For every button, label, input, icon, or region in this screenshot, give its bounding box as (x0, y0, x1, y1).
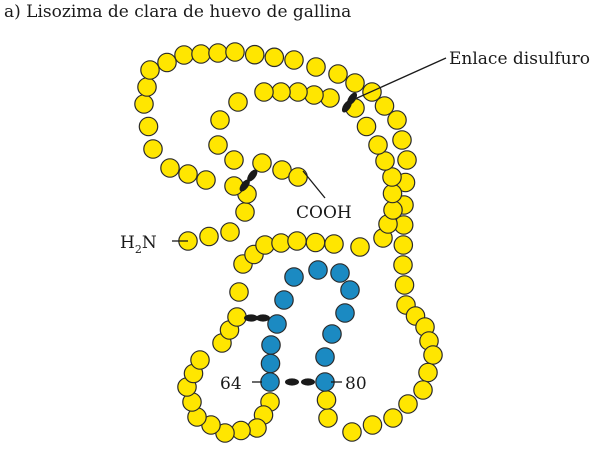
cooh-leader-line (303, 171, 325, 198)
residue-bead-blue (336, 304, 354, 322)
residue-bead (179, 165, 197, 183)
residue-bead (363, 416, 381, 434)
amino-terminus-label: H2N (120, 233, 157, 256)
residue-bead-blue (309, 261, 327, 279)
residue-bead (388, 111, 406, 129)
disulfide-bond-middle (244, 314, 270, 321)
residue-bead-blue (261, 354, 279, 372)
residue-bead (285, 51, 303, 69)
residue-bead (394, 256, 412, 274)
residue-bead-blue (261, 373, 279, 391)
residue-bead (135, 95, 153, 113)
residue-bead-blue (323, 325, 341, 343)
residue-bead (191, 351, 209, 369)
residue-bead (398, 151, 416, 169)
disulfide-half (256, 314, 270, 321)
residue-bead (209, 44, 227, 62)
residue-bead (158, 53, 176, 71)
residue-bead (248, 419, 266, 437)
residue-bead (306, 233, 324, 251)
residue-bead (255, 83, 273, 101)
residue-bead (395, 276, 413, 294)
residue-bead (144, 140, 162, 158)
residue-bead (399, 395, 417, 413)
residue-bead (414, 381, 432, 399)
residue-bead (192, 45, 210, 63)
residue-bead (253, 154, 271, 172)
disulfide-half (285, 378, 299, 385)
residue-bead (230, 283, 248, 301)
residue-80-label: 80 (345, 374, 367, 394)
disulfide-half (244, 314, 258, 321)
residue-bead (393, 131, 411, 149)
residue-bead (307, 58, 325, 76)
residue-bead (384, 201, 402, 219)
residue-bead (305, 86, 323, 104)
amino-h: H (120, 233, 135, 253)
residue-64-label: 64 (220, 374, 242, 394)
residue-bead (383, 184, 401, 202)
residue-bead (289, 83, 307, 101)
amino-subscript: 2 (135, 243, 142, 256)
residue-bead (141, 61, 159, 79)
residue-bead (317, 391, 335, 409)
residue-bead-blue (316, 348, 334, 366)
cooh-label: COOH (296, 203, 352, 223)
residue-bead (351, 238, 369, 256)
residue-bead (325, 235, 343, 253)
residue-bead (343, 423, 361, 441)
residue-bead (394, 236, 412, 254)
residue-bead (369, 136, 387, 154)
residue-bead (211, 111, 229, 129)
disulfide-half (301, 378, 315, 385)
residue-bead (329, 65, 347, 83)
residue-bead (289, 168, 307, 186)
residue-bead (321, 89, 339, 107)
residue-bead (319, 409, 337, 427)
amino-n: N (142, 233, 157, 253)
residue-bead-blue (331, 264, 349, 282)
residue-bead (138, 78, 156, 96)
residue-bead-blue (262, 336, 280, 354)
residue-bead (346, 74, 364, 92)
residue-bead (228, 308, 246, 326)
residue-bead-blue (341, 281, 359, 299)
residue-bead (139, 117, 157, 135)
residue-bead-blue (275, 291, 293, 309)
residue-bead (200, 227, 218, 245)
residue-bead (226, 43, 244, 61)
residue-bead (419, 363, 437, 381)
residue-bead (221, 223, 239, 241)
residue-bead (229, 93, 247, 111)
residue-bead-blue (268, 315, 286, 333)
residue-bead (384, 409, 402, 427)
residue-bead (424, 346, 442, 364)
residue-bead (236, 203, 254, 221)
residue-bead (246, 46, 264, 64)
residue-bead (225, 151, 243, 169)
disulfide-label: Enlace disulfuro (449, 49, 590, 69)
residue-bead (175, 46, 193, 64)
residue-bead (357, 117, 375, 135)
residue-bead (288, 232, 306, 250)
residue-bead (209, 136, 227, 154)
residue-bead (197, 171, 215, 189)
residue-bead-blue (285, 268, 303, 286)
residue-bead (265, 48, 283, 66)
residue-bead (232, 421, 250, 439)
disulfide-bond-64-80 (285, 378, 315, 385)
residue-bead (272, 83, 290, 101)
residue-bead (161, 159, 179, 177)
